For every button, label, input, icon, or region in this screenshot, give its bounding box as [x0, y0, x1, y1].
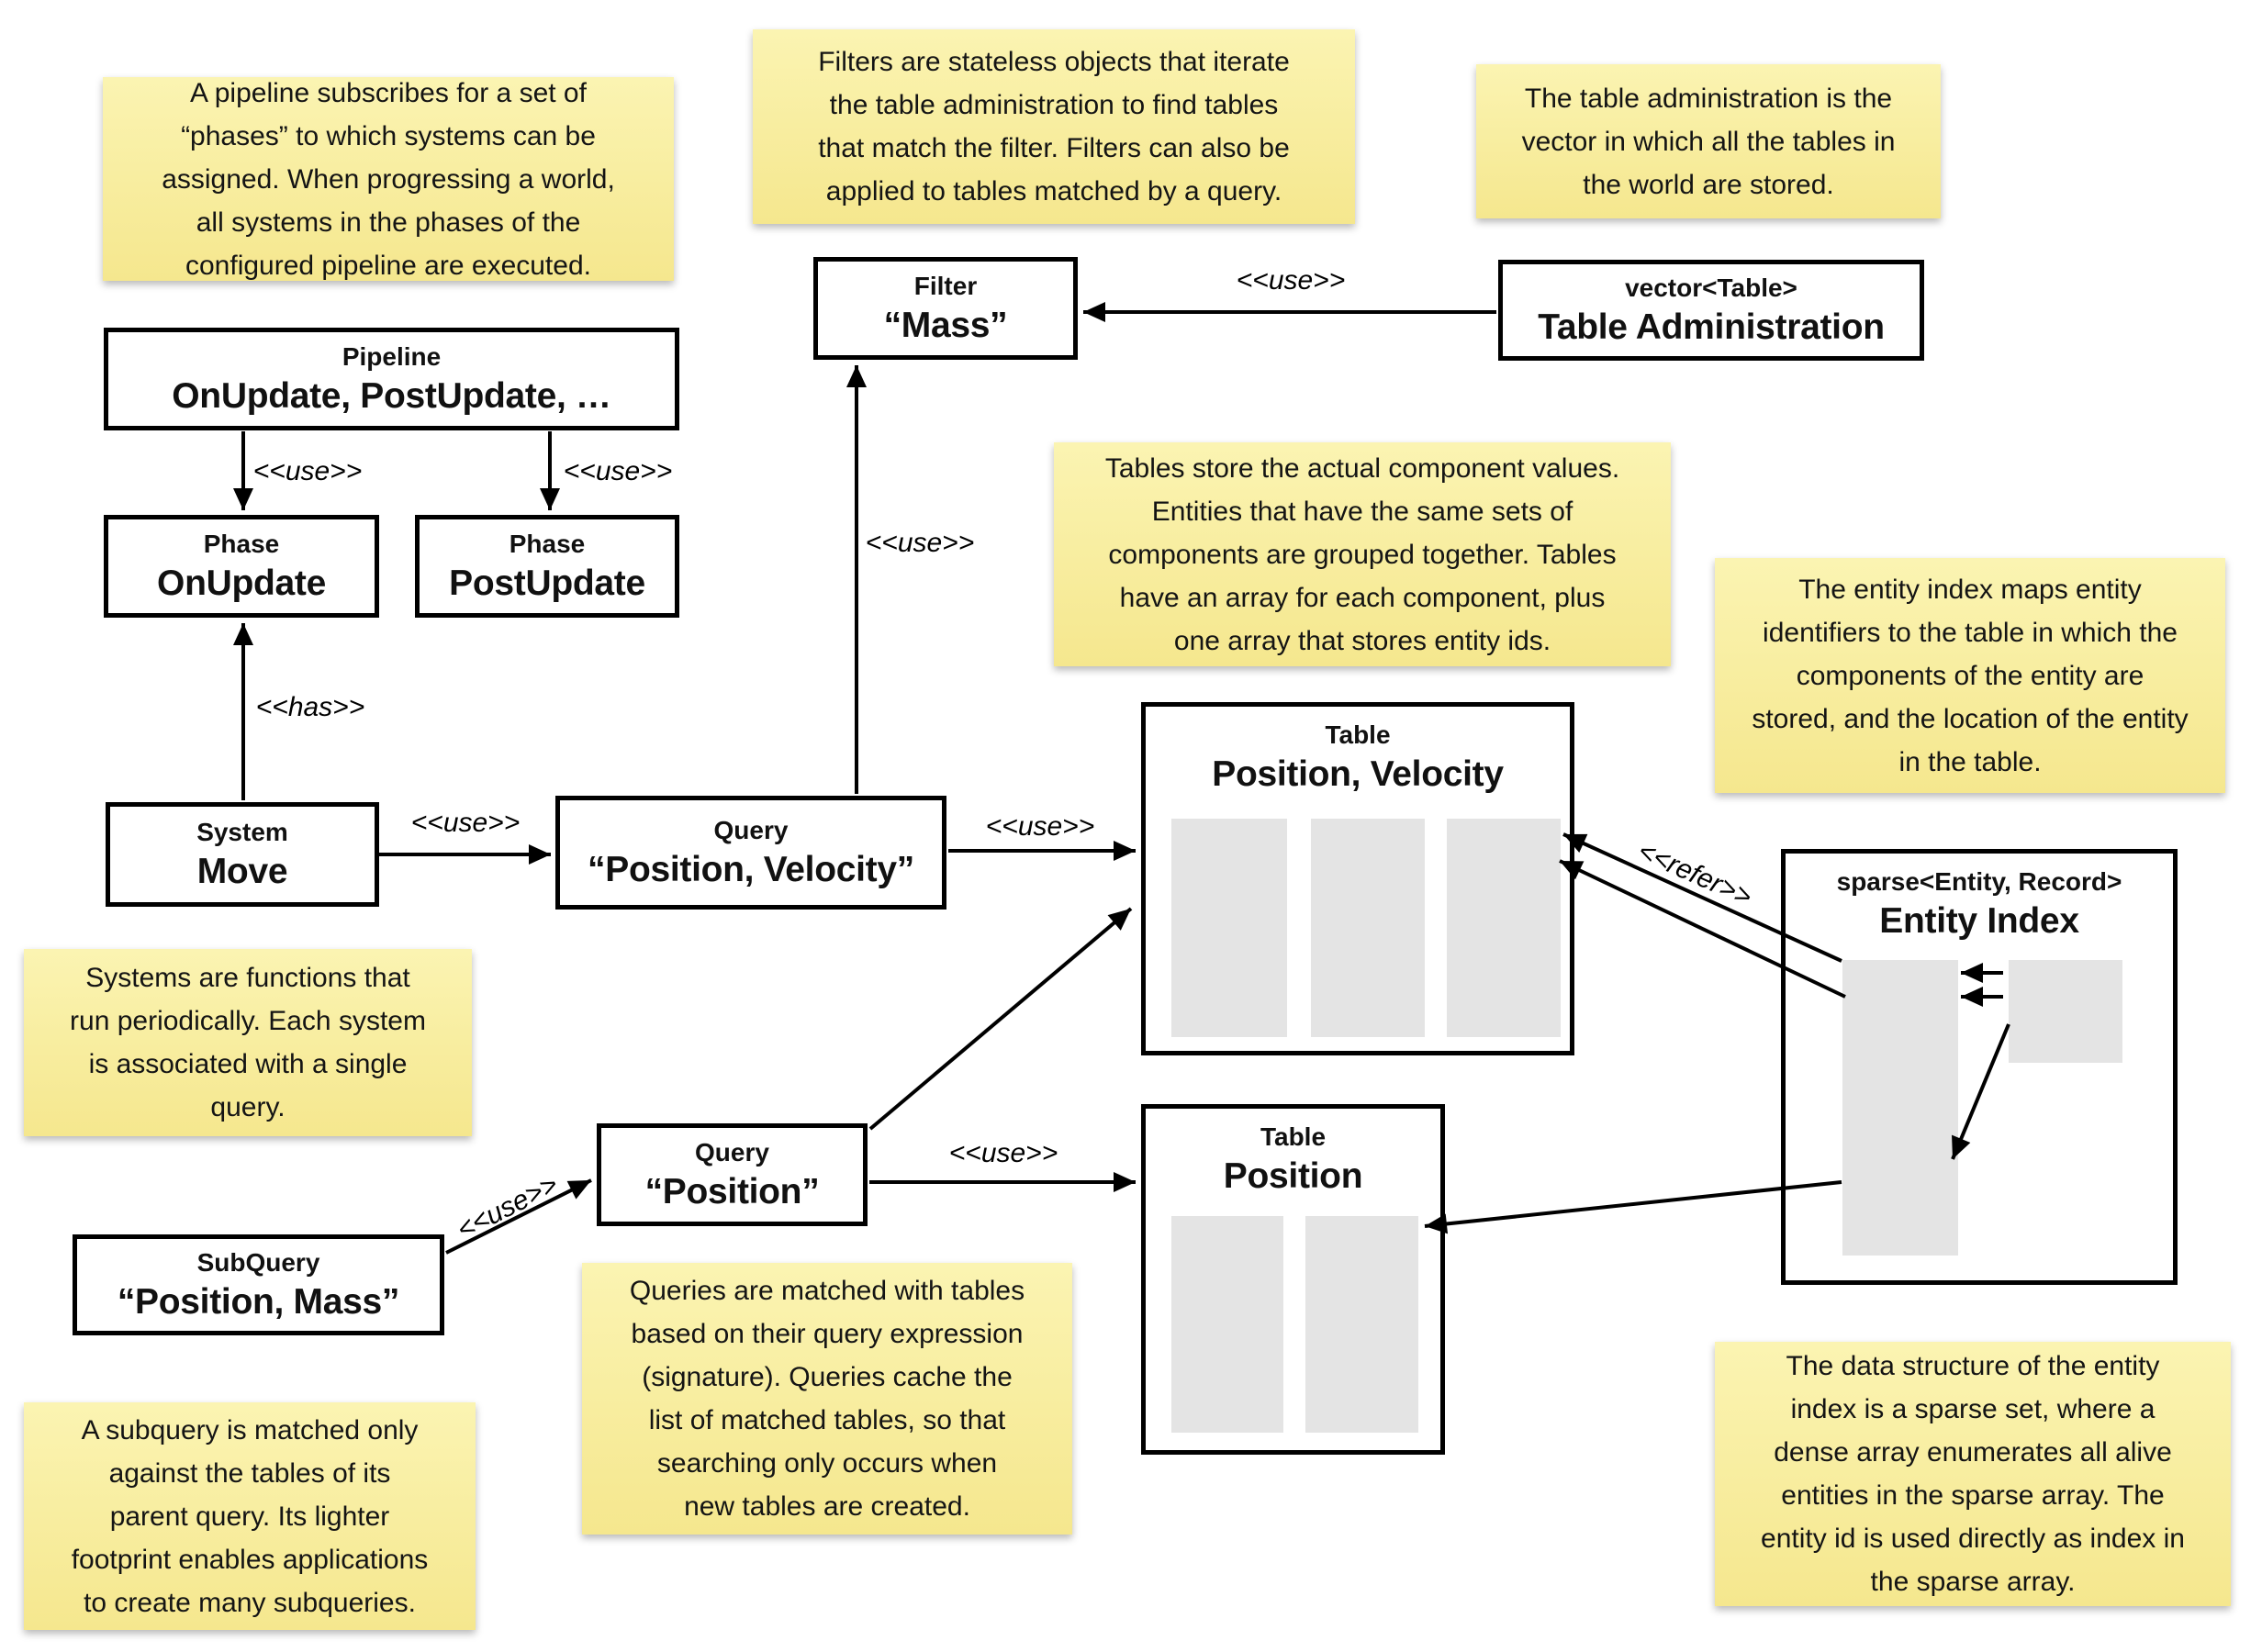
box-subquery-position-mass: SubQuery “Position, Mass”	[73, 1234, 444, 1335]
box-phase-postupdate-label: PostUpdate	[449, 564, 645, 603]
edge-label-use: <<use>>	[985, 811, 1095, 842]
box-query-position-label: “Position”	[644, 1172, 820, 1211]
note-table-administration: The table administration is the vector i…	[1476, 64, 1941, 218]
box-entity-index: sparse<Entity, Record> Entity Index	[1781, 849, 2178, 1285]
box-phase-postupdate-stereotype: Phase	[509, 530, 586, 558]
box-table-administration-stereotype: vector<Table>	[1625, 273, 1797, 302]
box-entity-index-stereotype: sparse<Entity, Record>	[1836, 867, 2122, 896]
note-pipeline: A pipeline subscribes for a set of “phas…	[103, 77, 674, 281]
note-entity-index: The entity index maps entity identifiers…	[1715, 558, 2225, 793]
arrow-query-pos-to-table-pv	[868, 907, 1133, 1131]
box-phase-onupdate-label: OnUpdate	[157, 564, 326, 603]
box-table-position-label: Position	[1223, 1156, 1363, 1196]
box-filter-mass-label: “Mass”	[883, 306, 1008, 345]
note-tables: Tables store the actual component values…	[1054, 442, 1671, 666]
arrow-entityindex-to-table-pos	[1424, 1180, 1842, 1234]
box-query-position-velocity: Query “Position, Velocity”	[555, 796, 946, 910]
edge-label-use: <<use>>	[252, 456, 363, 486]
component-array-column	[1171, 1216, 1283, 1433]
box-pipeline-stereotype: Pipeline	[342, 342, 442, 371]
edge-label-use: <<use>>	[948, 1138, 1058, 1168]
box-system-move: System Move	[106, 802, 379, 907]
note-subquery: A subquery is matched only against the t…	[24, 1402, 476, 1630]
box-subquery-stereotype: SubQuery	[196, 1248, 320, 1277]
box-filter-mass: Filter “Mass”	[813, 257, 1078, 360]
box-query-position-velocity-stereotype: Query	[713, 816, 789, 844]
box-query-position-velocity-label: “Position, Velocity”	[588, 850, 914, 889]
edge-label-use: <<use>>	[410, 808, 521, 838]
component-array-column	[1447, 819, 1561, 1037]
edge-label-refer: <<refer>>	[1633, 835, 1757, 913]
component-array-column	[1311, 819, 1425, 1037]
box-table-administration-label: Table Administration	[1538, 307, 1885, 347]
edge-label-use: <<use>>	[865, 528, 975, 558]
box-table-position-stereotype: Table	[1260, 1122, 1327, 1151]
box-entity-index-label: Entity Index	[1879, 901, 2079, 941]
box-pipeline: Pipeline OnUpdate, PostUpdate, …	[104, 328, 679, 430]
note-systems: Systems are functions that run periodica…	[24, 949, 472, 1136]
dense-array-block	[2009, 960, 2122, 1063]
box-table-position: Table Position	[1141, 1104, 1445, 1455]
box-table-administration: vector<Table> Table Administration	[1498, 260, 1924, 361]
box-system-move-stereotype: System	[196, 818, 288, 846]
note-filters: Filters are stateless objects that itera…	[753, 29, 1355, 224]
box-table-position-velocity-stereotype: Table	[1325, 720, 1391, 749]
box-system-move-label: Move	[196, 852, 288, 891]
note-sparse-set: The data structure of the entity index i…	[1715, 1342, 2231, 1606]
edge-label-has: <<has>>	[255, 692, 365, 722]
box-pipeline-label: OnUpdate, PostUpdate, …	[172, 376, 611, 416]
box-query-position: Query “Position”	[597, 1123, 868, 1226]
edge-label-use: <<use>>	[452, 1168, 564, 1246]
box-phase-onupdate-stereotype: Phase	[203, 530, 280, 558]
box-table-position-velocity-label: Position, Velocity	[1212, 754, 1504, 794]
box-subquery-label: “Position, Mass”	[117, 1282, 400, 1322]
component-array-column	[1305, 1216, 1418, 1433]
box-table-position-velocity: Table Position, Velocity	[1141, 702, 1574, 1055]
box-filter-mass-stereotype: Filter	[913, 272, 978, 300]
box-phase-postupdate: Phase PostUpdate	[415, 515, 679, 618]
edge-label-use: <<use>>	[1236, 265, 1346, 296]
box-query-position-stereotype: Query	[695, 1138, 769, 1166]
sparse-array-column	[1842, 960, 1958, 1256]
box-phase-onupdate: Phase OnUpdate	[104, 515, 379, 618]
note-queries: Queries are matched with tables based on…	[582, 1263, 1072, 1535]
component-array-column	[1171, 819, 1287, 1037]
edge-label-use: <<use>>	[563, 456, 673, 486]
